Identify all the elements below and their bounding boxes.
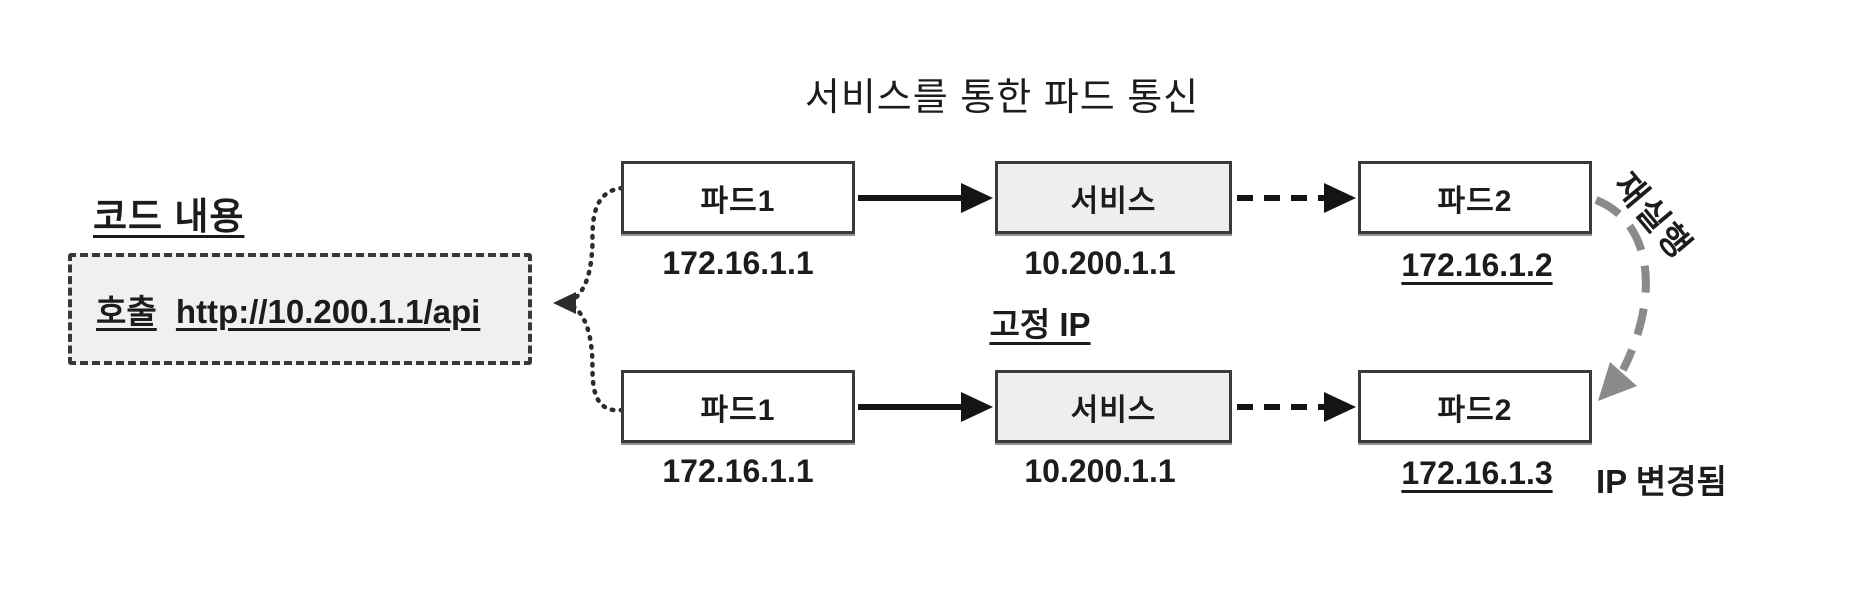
row1-service-label: 서비스 [1070,184,1157,218]
row2-service-ip: 10.200.1.1 [1024,453,1176,489]
call-url: http://10.200.1.1/api [175,293,481,330]
code-panel-heading: 코드 내용 [93,196,245,237]
row1-service-box: 서비스 [995,161,1232,234]
row2-pod2-box: 파드2 [1358,370,1592,443]
row1-pod2-box: 파드2 [1358,161,1592,234]
row1-pod2-label: 파드2 [1437,184,1513,218]
row2-service-label: 서비스 [1070,393,1157,427]
dotted-brace-connector [562,185,625,413]
row1-pod1-label: 파드1 [700,184,776,218]
diagram-title: 서비스를 통한 파드 통신 [804,77,1200,119]
ip-changed-note: IP 변경됨 [1596,463,1727,500]
row2-pod1-label: 파드1 [700,393,776,427]
brace-tip-pointer [553,292,576,314]
dashed-arrowhead-row1 [1324,183,1356,213]
row1-pod1-box: 파드1 [621,161,855,234]
dashed-arrowhead-row2 [1324,392,1356,422]
row2-pod2-label: 파드2 [1437,393,1513,427]
rerun-arrowhead [1598,362,1637,401]
call-label: 호출 [96,293,157,330]
solid-arrowhead-row1 [961,183,993,213]
row1-service-ip: 10.200.1.1 [1024,245,1176,281]
solid-arrowhead-row2 [961,392,993,422]
rerun-label: 재실행 [1605,165,1700,267]
row1-pod1-ip: 172.16.1.1 [662,245,814,281]
row2-service-box: 서비스 [995,370,1232,443]
row2-pod1-box: 파드1 [621,370,855,443]
row2-pod1-ip: 172.16.1.1 [662,453,814,489]
fixed-ip-label: 고정 IP [989,306,1091,343]
row2-pod2-ip: 172.16.1.3 [1401,455,1553,491]
code-call-line: 호출 http://10.200.1.1/api [72,285,480,333]
code-panel-box: 호출 http://10.200.1.1/api [68,253,532,365]
row1-pod2-ip: 172.16.1.2 [1401,247,1553,283]
